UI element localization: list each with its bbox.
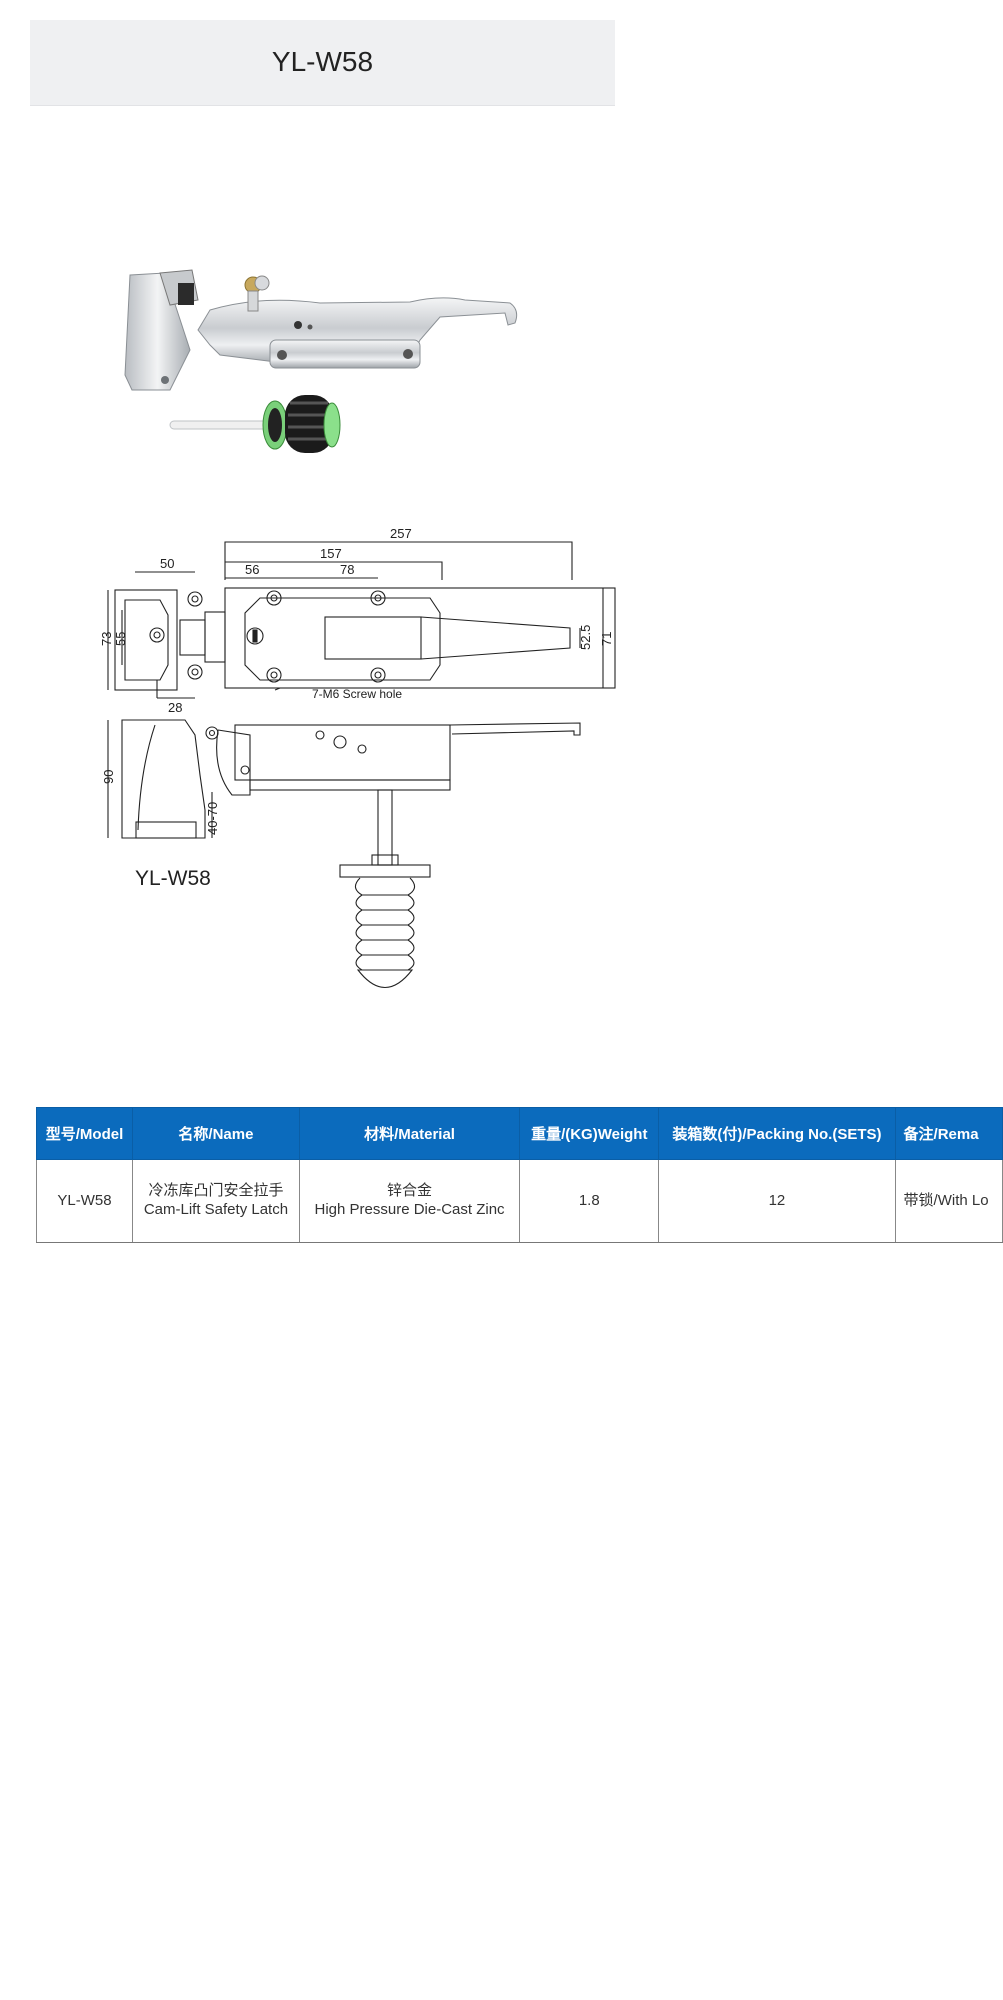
dim-157: 157 — [320, 546, 342, 561]
technical-drawing: 257 157 50 56 78 73 55 28 52.5 71 90 40-… — [100, 526, 616, 988]
dim-28: 28 — [168, 700, 182, 715]
cell-material-en: High Pressure Die-Cast Zinc — [314, 1201, 505, 1218]
cell-name-cn: 冷冻库凸门安全拉手 — [148, 1182, 284, 1200]
cell-material-cn: 锌合金 — [387, 1182, 433, 1200]
spec-table-wrapper: 型号/Model 名称/Name 材料/Material 重量/(KG)Weig… — [0, 1100, 1003, 1250]
screw-note: 7-M6 Screw hole — [312, 687, 402, 701]
col-remark: 备注/Rema — [894, 1107, 1003, 1160]
product-photo — [124, 269, 518, 453]
dim-55: 55 — [113, 632, 128, 646]
dim-78: 78 — [340, 562, 354, 577]
cell-name-en: Cam-Lift Safety Latch — [143, 1201, 289, 1218]
cell-material: 锌合金 High Pressure Die-Cast Zinc — [298, 1159, 521, 1243]
dim-56: 56 — [245, 562, 259, 577]
dim-50: 50 — [160, 556, 174, 571]
col-packing: 装箱数(付)/Packing No.(SETS) — [658, 1107, 896, 1160]
table-row: YL-W58 冷冻库凸门安全拉手 Cam-Lift Safety Latch 锌… — [36, 1159, 1003, 1243]
col-model: 型号/Model — [36, 1107, 133, 1160]
table-header-row: 型号/Model 名称/Name 材料/Material 重量/(KG)Weig… — [36, 1107, 1003, 1160]
dim-90: 90 — [101, 770, 116, 784]
drawing-model-label: YL-W58 — [135, 867, 211, 890]
dim-257: 257 — [390, 526, 412, 541]
dim-71: 71 — [599, 632, 614, 646]
cell-weight: 1.8 — [519, 1159, 660, 1243]
col-material: 材料/Material — [298, 1107, 521, 1160]
dim-40-70: 40-70 — [205, 802, 220, 835]
cell-remark: 带锁/With Lo — [894, 1159, 1003, 1243]
dim-73: 73 — [100, 632, 114, 646]
page-title: YL-W58 — [271, 46, 374, 77]
spec-table: 型号/Model 名称/Name 材料/Material 重量/(KG)Weig… — [36, 1107, 1003, 1243]
cell-packing: 12 — [658, 1159, 896, 1243]
cell-name: 冷冻库凸门安全拉手 Cam-Lift Safety Latch — [132, 1159, 300, 1243]
col-name: 名称/Name — [132, 1107, 300, 1160]
col-weight: 重量/(KG)Weight — [519, 1107, 660, 1160]
dim-52-5: 52.5 — [578, 625, 593, 650]
cell-model: YL-W58 — [36, 1159, 133, 1243]
title-bar: YL-W58 — [30, 20, 615, 106]
